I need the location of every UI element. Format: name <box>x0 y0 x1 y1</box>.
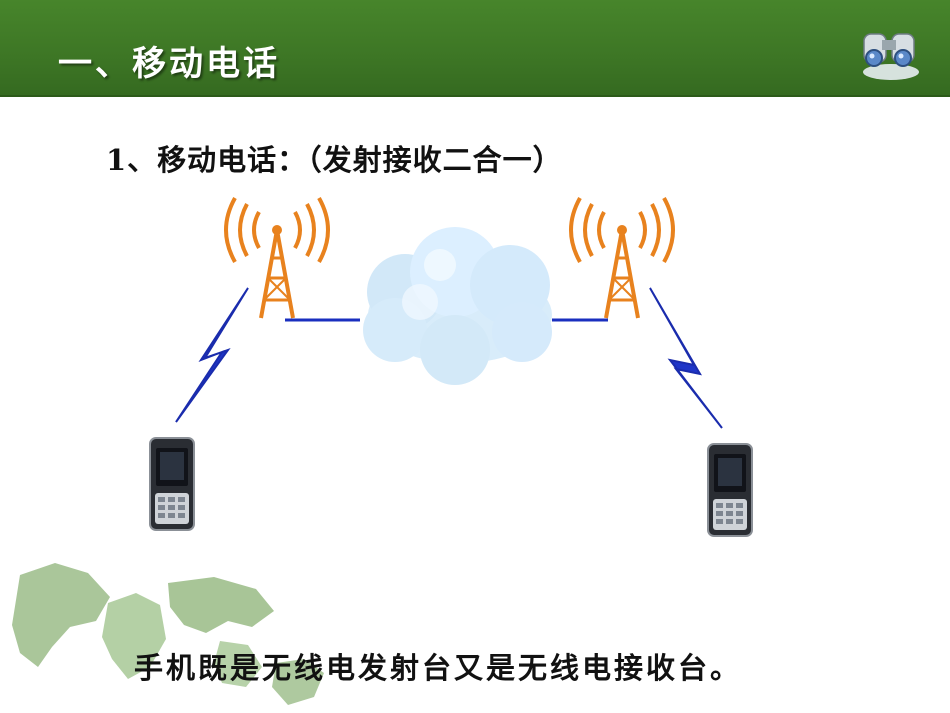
world-map-icon <box>12 563 324 705</box>
cloud-icon <box>363 227 552 385</box>
binoculars-icon <box>863 33 919 80</box>
right-lightning-bolt-icon <box>649 287 723 429</box>
left-lightning-bolt-icon <box>175 287 249 423</box>
left-radio-tower-icon <box>224 197 330 319</box>
caption: 手机既是无线电发射台又是无线电接收台。 <box>134 651 743 685</box>
right-mobile-phone-icon <box>707 443 753 537</box>
right-radio-tower-icon <box>569 197 675 319</box>
communication-diagram <box>149 197 753 537</box>
subtitle: 1、移动电话：（发射接收二合一） <box>106 143 563 177</box>
left-mobile-phone-icon <box>149 437 195 531</box>
header-bar: 一、移动电话 <box>0 0 950 97</box>
page-title: 一、移动电话 <box>58 44 280 84</box>
